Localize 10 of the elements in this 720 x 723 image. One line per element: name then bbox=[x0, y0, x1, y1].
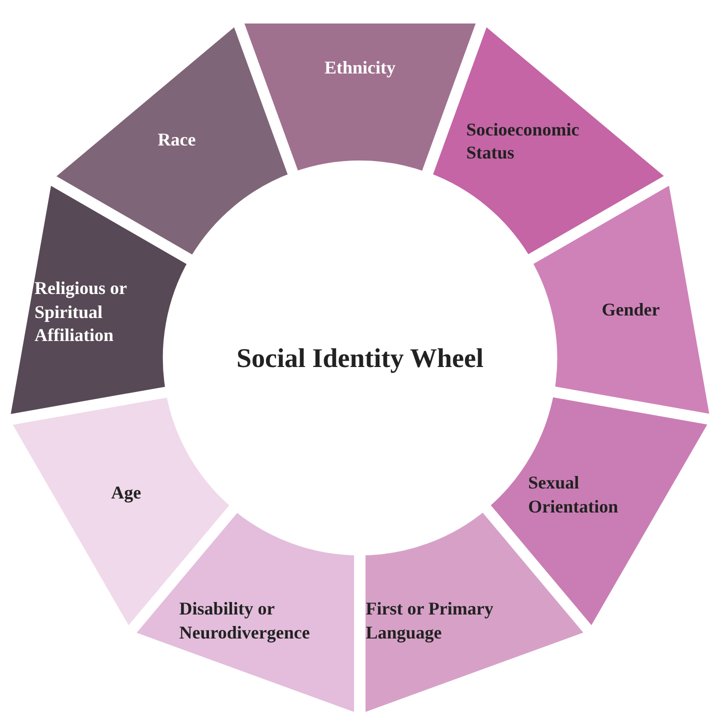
segment-label: Socioeconomic Status bbox=[466, 118, 580, 165]
segment-label: Disability or Neurodivergence bbox=[179, 598, 311, 644]
segment-label: First or Primary Language bbox=[366, 598, 494, 644]
segment-label: Religious or Spiritual Affiliation bbox=[34, 277, 128, 348]
segment-label: Gender bbox=[602, 298, 660, 322]
wheel-title: Social Identity Wheel bbox=[236, 342, 484, 375]
segment-label: Age bbox=[111, 481, 142, 504]
segment-label: Sexual Orientation bbox=[528, 472, 620, 518]
segment-label: Race bbox=[158, 128, 196, 151]
segment-label: Ethnicity bbox=[324, 56, 396, 80]
